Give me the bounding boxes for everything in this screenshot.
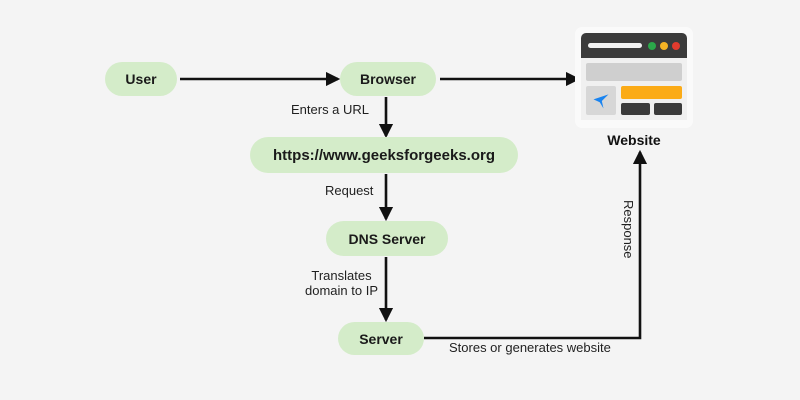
- node-browser-label: Browser: [359, 71, 417, 87]
- address-bar-icon: [588, 43, 642, 48]
- edge-label-enters-url: Enters a URL: [291, 102, 370, 117]
- orange-bar-icon: [621, 86, 682, 99]
- cursor-arrow-icon: [593, 93, 609, 108]
- website-caption: Website: [607, 132, 661, 148]
- node-dns-server[interactable]: DNS Server: [326, 221, 448, 256]
- traffic-light-dots: [648, 41, 680, 50]
- node-user[interactable]: User: [105, 62, 177, 96]
- image-placeholder-icon: [586, 86, 616, 115]
- content-blocks: [586, 86, 682, 115]
- browser-content-area: [581, 58, 687, 120]
- edge-label-response: Response: [621, 200, 636, 259]
- green-dot-icon: [648, 41, 656, 50]
- website-illustration: [575, 27, 693, 128]
- red-dot-icon: [672, 41, 680, 50]
- node-dns-server-label: DNS Server: [348, 230, 426, 247]
- node-browser[interactable]: Browser: [340, 62, 436, 96]
- node-url[interactable]: https://www.geeksforgeeks.org: [250, 137, 518, 173]
- right-content-blocks: [621, 86, 682, 115]
- edge-label-request: Request: [325, 183, 374, 198]
- edge-server-to-website-response: [424, 149, 648, 340]
- dark-block-icon-2: [653, 103, 682, 115]
- banner-placeholder-icon: [586, 63, 682, 81]
- edge-label-translates-domain-to-ip: Translates domain to IP: [305, 268, 378, 298]
- node-user-label: User: [125, 71, 157, 87]
- browser-titlebar-icon: [581, 33, 687, 58]
- node-url-label: https://www.geeksforgeeks.org: [273, 146, 495, 164]
- dark-block-icon-1: [621, 103, 650, 115]
- yellow-dot-icon: [660, 41, 668, 50]
- dark-blocks-row: [621, 103, 682, 115]
- node-server[interactable]: Server: [338, 322, 424, 355]
- node-server-label: Server: [359, 330, 403, 347]
- edge-label-stores-or-generates-website: Stores or generates website: [449, 340, 611, 355]
